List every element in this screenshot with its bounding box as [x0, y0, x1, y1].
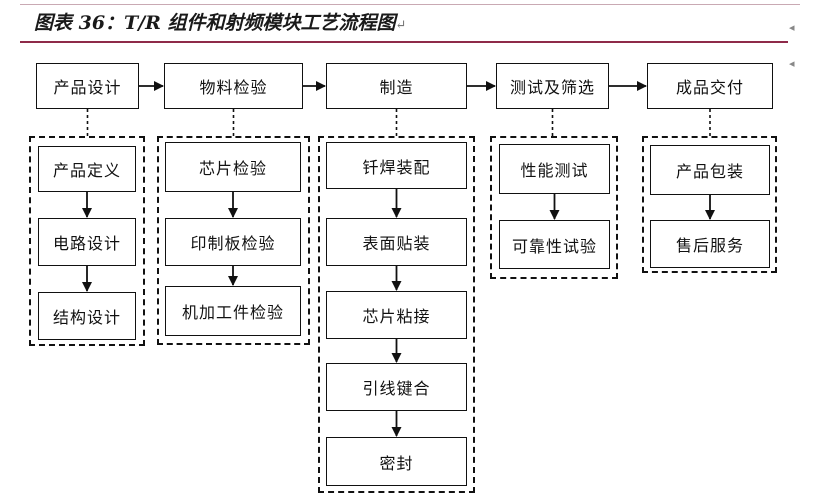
step-box: 产品包装 [650, 145, 770, 195]
step-box: 芯片粘接 [326, 291, 467, 339]
step-box: 机加工件检验 [165, 286, 301, 336]
side-marker-icon: ◂ [789, 57, 795, 70]
stage-box: 产品设计 [36, 63, 139, 109]
figure-caption-text: 图表 36：T/R 组件和射频模块工艺流程图 [34, 12, 396, 34]
step-box: 电路设计 [38, 218, 136, 266]
stage-group-frame [157, 136, 310, 345]
step-box: 引线键合 [326, 363, 467, 411]
step-box: 结构设计 [38, 292, 136, 340]
figure-caption: 图表 36：T/R 组件和射频模块工艺流程图↵ [34, 8, 406, 38]
step-box: 表面贴装 [326, 218, 467, 266]
stage-box: 物料检验 [164, 63, 303, 109]
stage-box: 制造 [326, 63, 467, 109]
step-box: 钎焊装配 [326, 142, 467, 189]
stage-group-frame [318, 136, 475, 493]
side-marker-icon: ◂ [789, 21, 795, 34]
step-box: 芯片检验 [165, 142, 301, 192]
stage-group-frame [490, 136, 618, 279]
step-box: 密封 [326, 437, 467, 486]
step-box: 性能测试 [499, 144, 610, 194]
top-rule [20, 4, 800, 5]
step-box: 售后服务 [650, 220, 770, 268]
paragraph-mark-icon: ↵ [395, 18, 407, 33]
step-box: 印制板检验 [165, 218, 301, 266]
stage-group-frame [29, 136, 145, 346]
stage-group-frame [642, 136, 777, 273]
stage-box: 成品交付 [647, 63, 773, 109]
stage-box: 测试及筛选 [496, 63, 609, 109]
step-box: 产品定义 [38, 146, 136, 192]
title-rule [20, 41, 788, 43]
step-box: 可靠性试验 [499, 220, 610, 269]
